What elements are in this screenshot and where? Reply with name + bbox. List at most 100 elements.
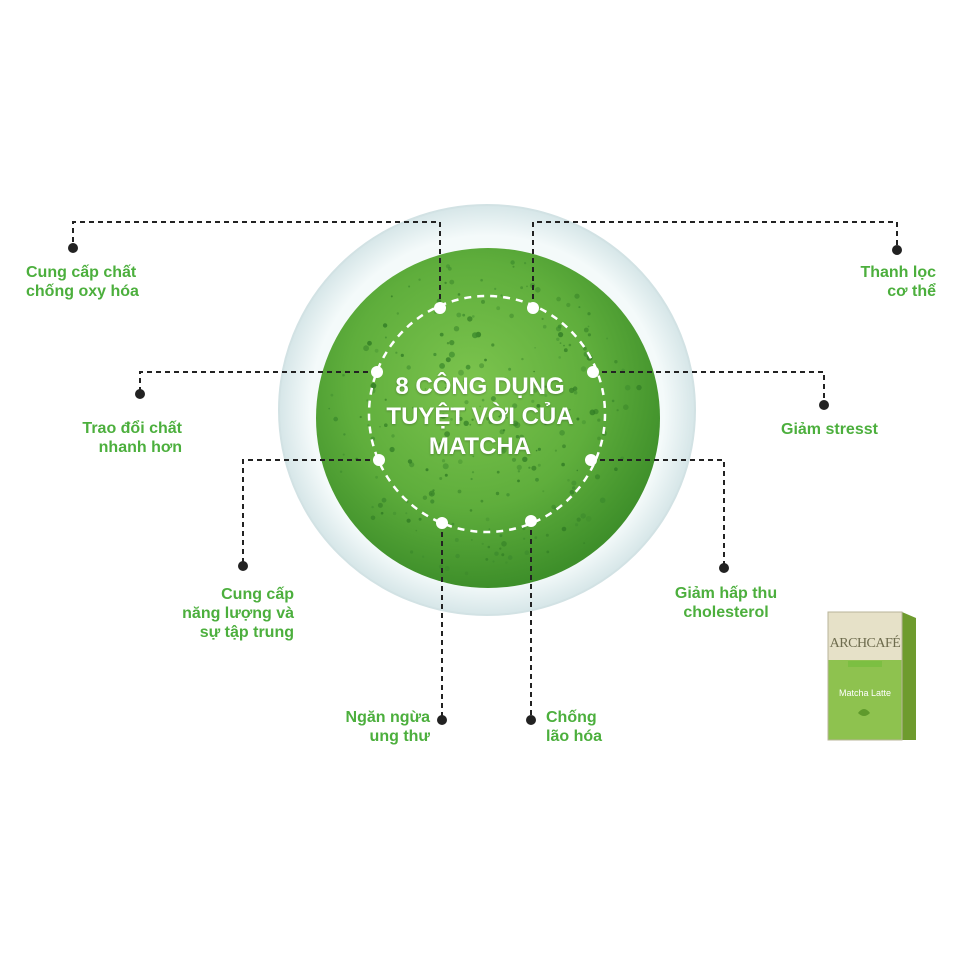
leader-line-metabolism — [139, 371, 377, 394]
foam-speck — [456, 413, 460, 417]
dot-cancer — [437, 715, 447, 725]
foam-speck — [566, 302, 571, 308]
foam-speck — [581, 420, 587, 425]
foam-speck — [501, 553, 505, 557]
foam-speck — [480, 278, 483, 282]
foam-speck — [557, 324, 562, 329]
foam-speck — [614, 360, 618, 364]
foam-speck — [412, 406, 414, 409]
foam-speck — [481, 398, 485, 402]
foam-speck — [457, 489, 462, 494]
foam-speck — [576, 469, 579, 472]
foam-speck — [342, 453, 345, 456]
foam-speck — [439, 477, 443, 480]
foam-speck — [533, 370, 535, 373]
foam-speck — [333, 416, 339, 422]
foam-speck — [469, 509, 473, 512]
foam-speck — [377, 502, 383, 508]
foam-speck — [479, 363, 485, 369]
foam-speck — [515, 435, 520, 439]
foam-speck — [624, 384, 631, 391]
foam-speck — [531, 399, 535, 403]
foam-speck — [499, 547, 502, 550]
foam-speck — [396, 312, 399, 315]
dot-metabolism — [135, 389, 145, 399]
foam-speck — [449, 340, 455, 346]
foam-speck — [523, 437, 526, 440]
foam-speck — [507, 555, 513, 560]
foam-speck — [451, 449, 455, 453]
foam-speck — [517, 470, 521, 473]
foam-speck — [535, 287, 541, 293]
foam-speck — [523, 537, 526, 540]
foam-speck — [571, 480, 577, 486]
foam-speck — [389, 446, 395, 453]
product-package: ARCHCAFÉ Matcha Latte — [828, 612, 918, 742]
foam-speck — [544, 385, 547, 388]
foam-speck — [458, 459, 463, 465]
node-metabolism — [371, 366, 383, 378]
foam-speck — [410, 550, 414, 554]
foam-speck — [444, 387, 447, 389]
foam-speck — [562, 444, 566, 449]
foam-speck — [498, 415, 501, 418]
foam-speck — [578, 306, 581, 309]
center-title: 8 CÔNG DỤNG TUYỆT VỜI CỦA MATCHA — [386, 373, 574, 460]
foam-speck — [492, 560, 495, 563]
node-cholesterol — [585, 454, 597, 466]
foam-speck — [505, 561, 508, 564]
foam-speck — [363, 345, 369, 352]
foam-speck — [450, 407, 455, 411]
foam-speck — [370, 515, 376, 521]
foam-speck — [463, 380, 466, 383]
node-cancer — [436, 517, 448, 529]
foam-speck — [381, 497, 387, 503]
foam-speck — [597, 418, 601, 422]
foam-speck — [537, 447, 542, 451]
foam-speck — [472, 315, 475, 318]
foam-speck — [500, 448, 506, 454]
foam-speck — [537, 463, 541, 467]
foam-speck — [342, 373, 345, 377]
foam-speck — [366, 399, 369, 402]
foam-speck — [375, 475, 378, 479]
foam-speck — [542, 324, 547, 329]
foam-speck — [542, 490, 545, 493]
product-name: Matcha Latte — [838, 688, 892, 698]
foam-speck — [444, 281, 447, 285]
dot-detox — [892, 245, 902, 255]
foam-speck — [517, 479, 520, 483]
foam-speck — [481, 542, 484, 545]
foam-speck — [545, 533, 549, 537]
leader-line-stress — [593, 371, 825, 405]
leader-line-energy — [242, 459, 379, 566]
foam-speck — [580, 366, 587, 372]
foam-speck — [526, 285, 528, 288]
foam-speck — [614, 467, 618, 472]
foam-speck — [367, 340, 372, 346]
foam-speck — [469, 423, 472, 426]
foam-speck — [532, 387, 538, 393]
foam-speck — [481, 299, 485, 304]
foam-speck — [520, 286, 523, 290]
foam-speck — [583, 327, 589, 333]
foam-speck — [438, 442, 443, 447]
dot-stress — [819, 400, 829, 410]
foam-speck — [479, 405, 481, 408]
benefit-label-stress: Giảm stresst — [781, 421, 878, 438]
foam-speck — [467, 316, 473, 322]
leader-lines — [72, 221, 898, 720]
foam-speck — [400, 353, 404, 357]
foam-speck — [472, 455, 475, 458]
foam-speck — [339, 470, 343, 473]
foam-speck — [509, 313, 514, 319]
foam-speck — [558, 332, 564, 338]
foam-speck — [494, 551, 499, 556]
foam-speck — [330, 393, 334, 397]
foam-speck — [370, 382, 377, 389]
foam-speck — [495, 491, 500, 496]
foam-speck — [422, 495, 428, 500]
foam-speck — [485, 517, 490, 522]
